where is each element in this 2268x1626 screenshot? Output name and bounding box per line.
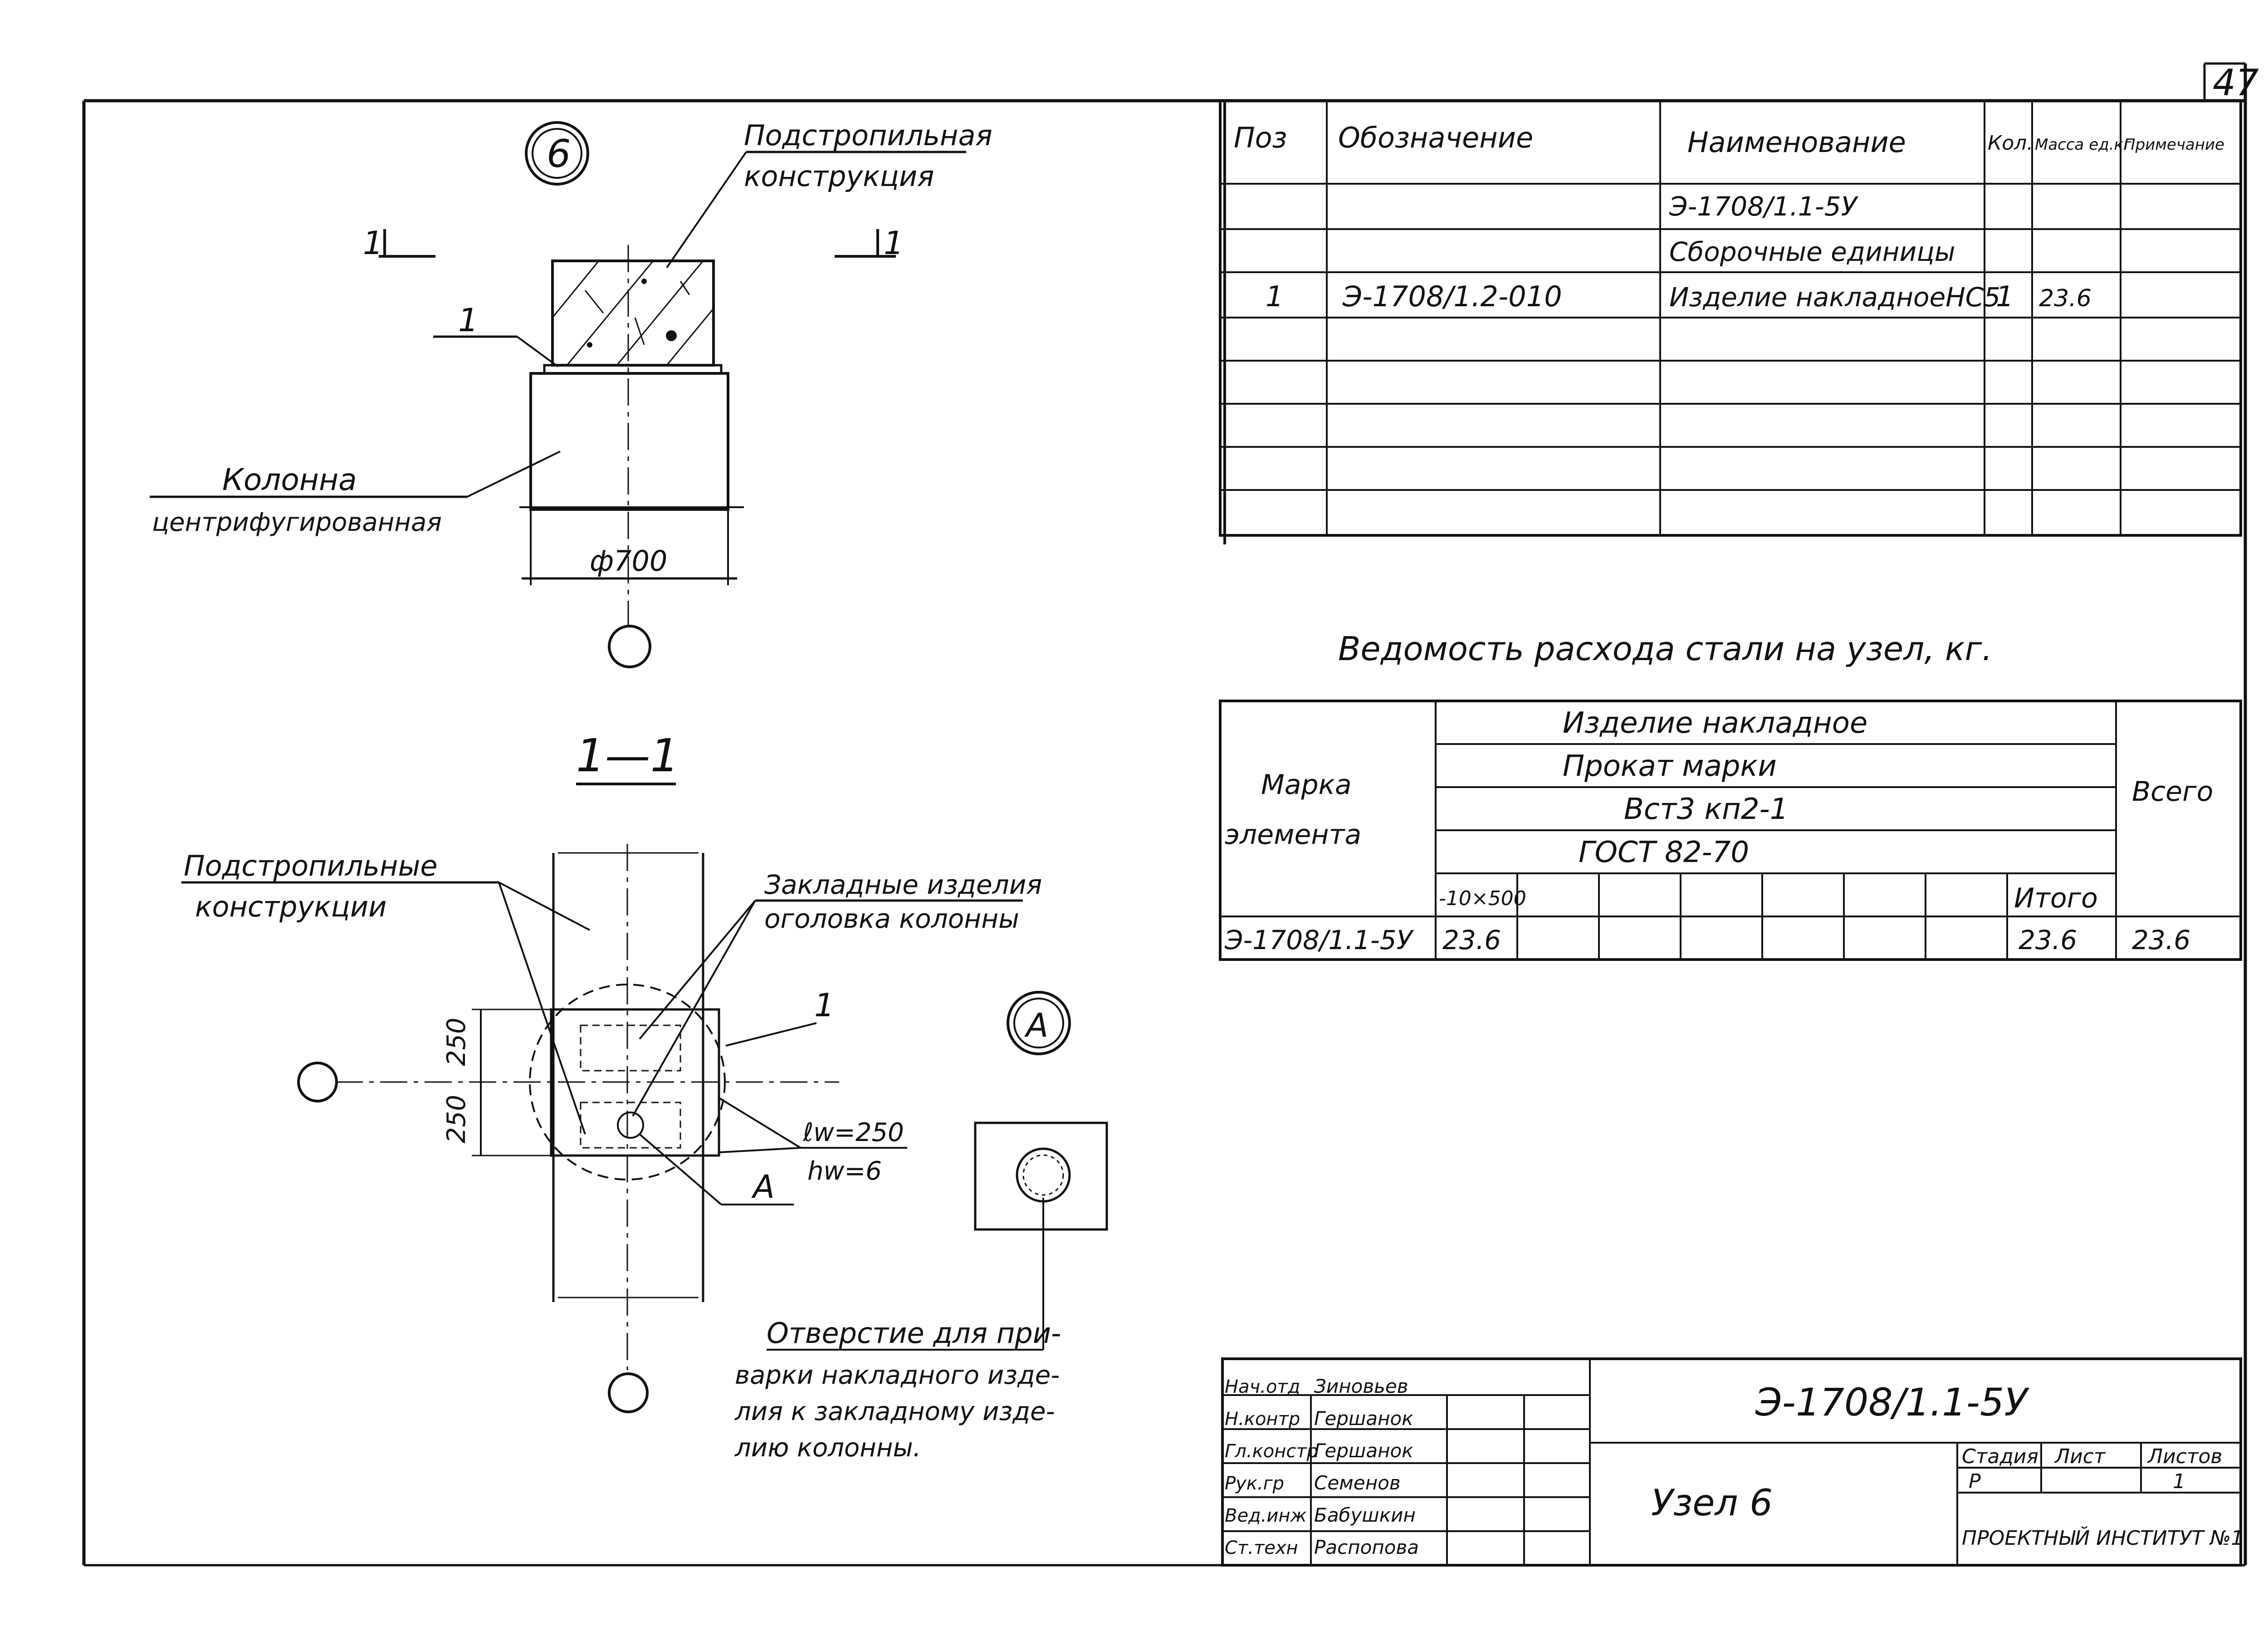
spec-table: Поз Обозначение Наименование Кол. Масса … <box>1219 99 2242 537</box>
sheets-label: Листов <box>2147 1445 2222 1468</box>
spec-cell: 23.6 <box>2039 285 2092 312</box>
node-marker-circle <box>525 121 589 186</box>
sheets-value: 1 <box>2173 1470 2185 1493</box>
detail-a-plate <box>974 1122 1108 1231</box>
node-super-label-2: конструкция <box>744 160 934 193</box>
signature-name: Гершанок <box>1314 1407 1413 1430</box>
spec-header-note: Примечание <box>2124 136 2224 154</box>
signature-name: Распопова <box>1314 1536 1419 1558</box>
embedded-label-1: Закладные изделия <box>764 869 1042 900</box>
spec-header-qty: Кол. <box>1988 132 2033 155</box>
signature-role: Рук.гр <box>1225 1473 1284 1494</box>
mark-header-1: Марка <box>1261 769 1352 801</box>
spec-rows: Э-1708/1.1-5У Сборочные единицы 1 Э-1708/1.… <box>1266 191 2092 313</box>
spec-header-designation: Обозначение <box>1338 121 1533 154</box>
spec-cell: Э-1708/1.2-010 <box>1342 280 1562 313</box>
detail-a-note-1: Отверстие для при- <box>767 1317 1061 1350</box>
steel-statement: Ведомость расхода стали на узел, кг. Мар… <box>1219 630 2242 961</box>
section-callout-1: 1 <box>814 987 835 1024</box>
dim-top: 250 <box>442 1018 471 1066</box>
steel-group: Изделие накладное <box>1563 706 1867 740</box>
spec-cell: 1 <box>1996 280 2014 313</box>
signature-role: Вед.инж <box>1225 1505 1307 1526</box>
node-marker-label: 6 <box>547 132 571 176</box>
axis-marker-bottom <box>608 1372 649 1413</box>
detail-a-marker-circle <box>1007 991 1071 1055</box>
steel-rolled: Прокат марки <box>1563 749 1777 783</box>
signature-name: Зиновьев <box>1314 1375 1408 1397</box>
steel-size: -10×500 <box>1439 887 1526 910</box>
steel-grade: Вст3 кп2-1 <box>1624 793 1788 826</box>
stage-value: Р <box>1969 1470 1981 1493</box>
steel-title: Ведомость расхода стали на узел, кг. <box>1338 630 1992 668</box>
embedded-label-2: оголовка колонны <box>764 903 1019 934</box>
section-title: 1—1 <box>576 729 679 782</box>
axis-marker-node <box>608 625 651 668</box>
spec-header-name: Наименование <box>1687 126 1906 159</box>
column-label-2: центрифугированная <box>152 508 442 537</box>
dim-bottom: 250 <box>442 1095 471 1143</box>
column-diameter: ф700 <box>590 544 667 578</box>
steel-row-mark: Э-1708/1.1-5У <box>1224 925 1414 955</box>
title-block: Э-1708/1.1-5У Узел 6 Стадия Лист Листов … <box>1221 1357 2244 1567</box>
spec-cell: Сборочные единицы <box>1669 236 1955 267</box>
axis-marker-section <box>297 1062 338 1102</box>
section-mark-right: 1 <box>884 225 904 262</box>
signature-role: Нач.отд <box>1225 1376 1300 1397</box>
weld-length: ℓw=250 <box>802 1118 904 1147</box>
section-view: 1—1 250 250 Подстропильные конструкции З… <box>181 729 1042 1413</box>
column-label-1: Колонна <box>222 462 357 497</box>
section-callout-a: А <box>751 1168 775 1205</box>
detail-a-note-3: лия к закладному изде- <box>734 1397 1055 1426</box>
signature-role: Н.контр <box>1225 1409 1300 1430</box>
weld-height: hw=6 <box>807 1156 882 1186</box>
steel-subtotal-label: Итого <box>2014 882 2098 914</box>
node-callout-1: 1 <box>458 302 479 339</box>
steel-total-label: Всего <box>2132 776 2213 808</box>
sheet-number: 47 <box>2213 62 2259 104</box>
signature-name: Семенов <box>1314 1472 1401 1494</box>
spec-header-mass: Масса ед.кг <box>2035 136 2132 154</box>
steel-row-subtotal: 23.6 <box>2019 925 2077 955</box>
mark-header-2: элемента <box>1225 819 1361 851</box>
detail-a: А Отверстие для при- варки накладного из… <box>734 991 1108 1463</box>
signature-name: Бабушкин <box>1314 1504 1416 1526</box>
title-name: Узел 6 <box>1651 1482 1773 1524</box>
steel-gost: ГОСТ 82-70 <box>1579 836 1749 869</box>
signature-role: Гл.констр <box>1225 1441 1318 1462</box>
stage-label: Стадия <box>1962 1445 2038 1468</box>
spec-cell: Э-1708/1.1-5У <box>1669 191 1859 222</box>
section-mark-left: 1 <box>363 225 383 262</box>
signature-name: Гершанок <box>1314 1440 1413 1462</box>
detail-a-note-2: варки накладного изде- <box>735 1361 1060 1390</box>
title-code: Э-1708/1.1-5У <box>1755 1380 2029 1425</box>
node-super-label-1: Подстропильная <box>744 119 992 152</box>
spec-cell: 1 <box>1266 280 1283 313</box>
steel-row-total: 23.6 <box>2132 925 2190 955</box>
column-body <box>529 372 729 511</box>
spec-header-pos: Поз <box>1234 121 1287 154</box>
steel-row-size-mass: 23.6 <box>1442 925 1501 955</box>
signature-role: Ст.техн <box>1225 1538 1298 1558</box>
detail-a-note-4: лию колонны. <box>734 1433 921 1463</box>
section-super-label-1: Подстропильные <box>184 849 438 882</box>
sheet-label: Лист <box>2054 1445 2106 1468</box>
detail-a-marker-label: А <box>1024 1006 1048 1044</box>
org-name: ПРОЕКТНЫЙ ИНСТИТУТ №1 <box>1962 1526 2244 1550</box>
section-super-label-2: конструкции <box>195 890 386 923</box>
spec-cell: Изделие накладноеНС5 <box>1669 282 2000 313</box>
node-view: 6 Подстропильная конструкция 1 1 1 <box>150 119 992 668</box>
